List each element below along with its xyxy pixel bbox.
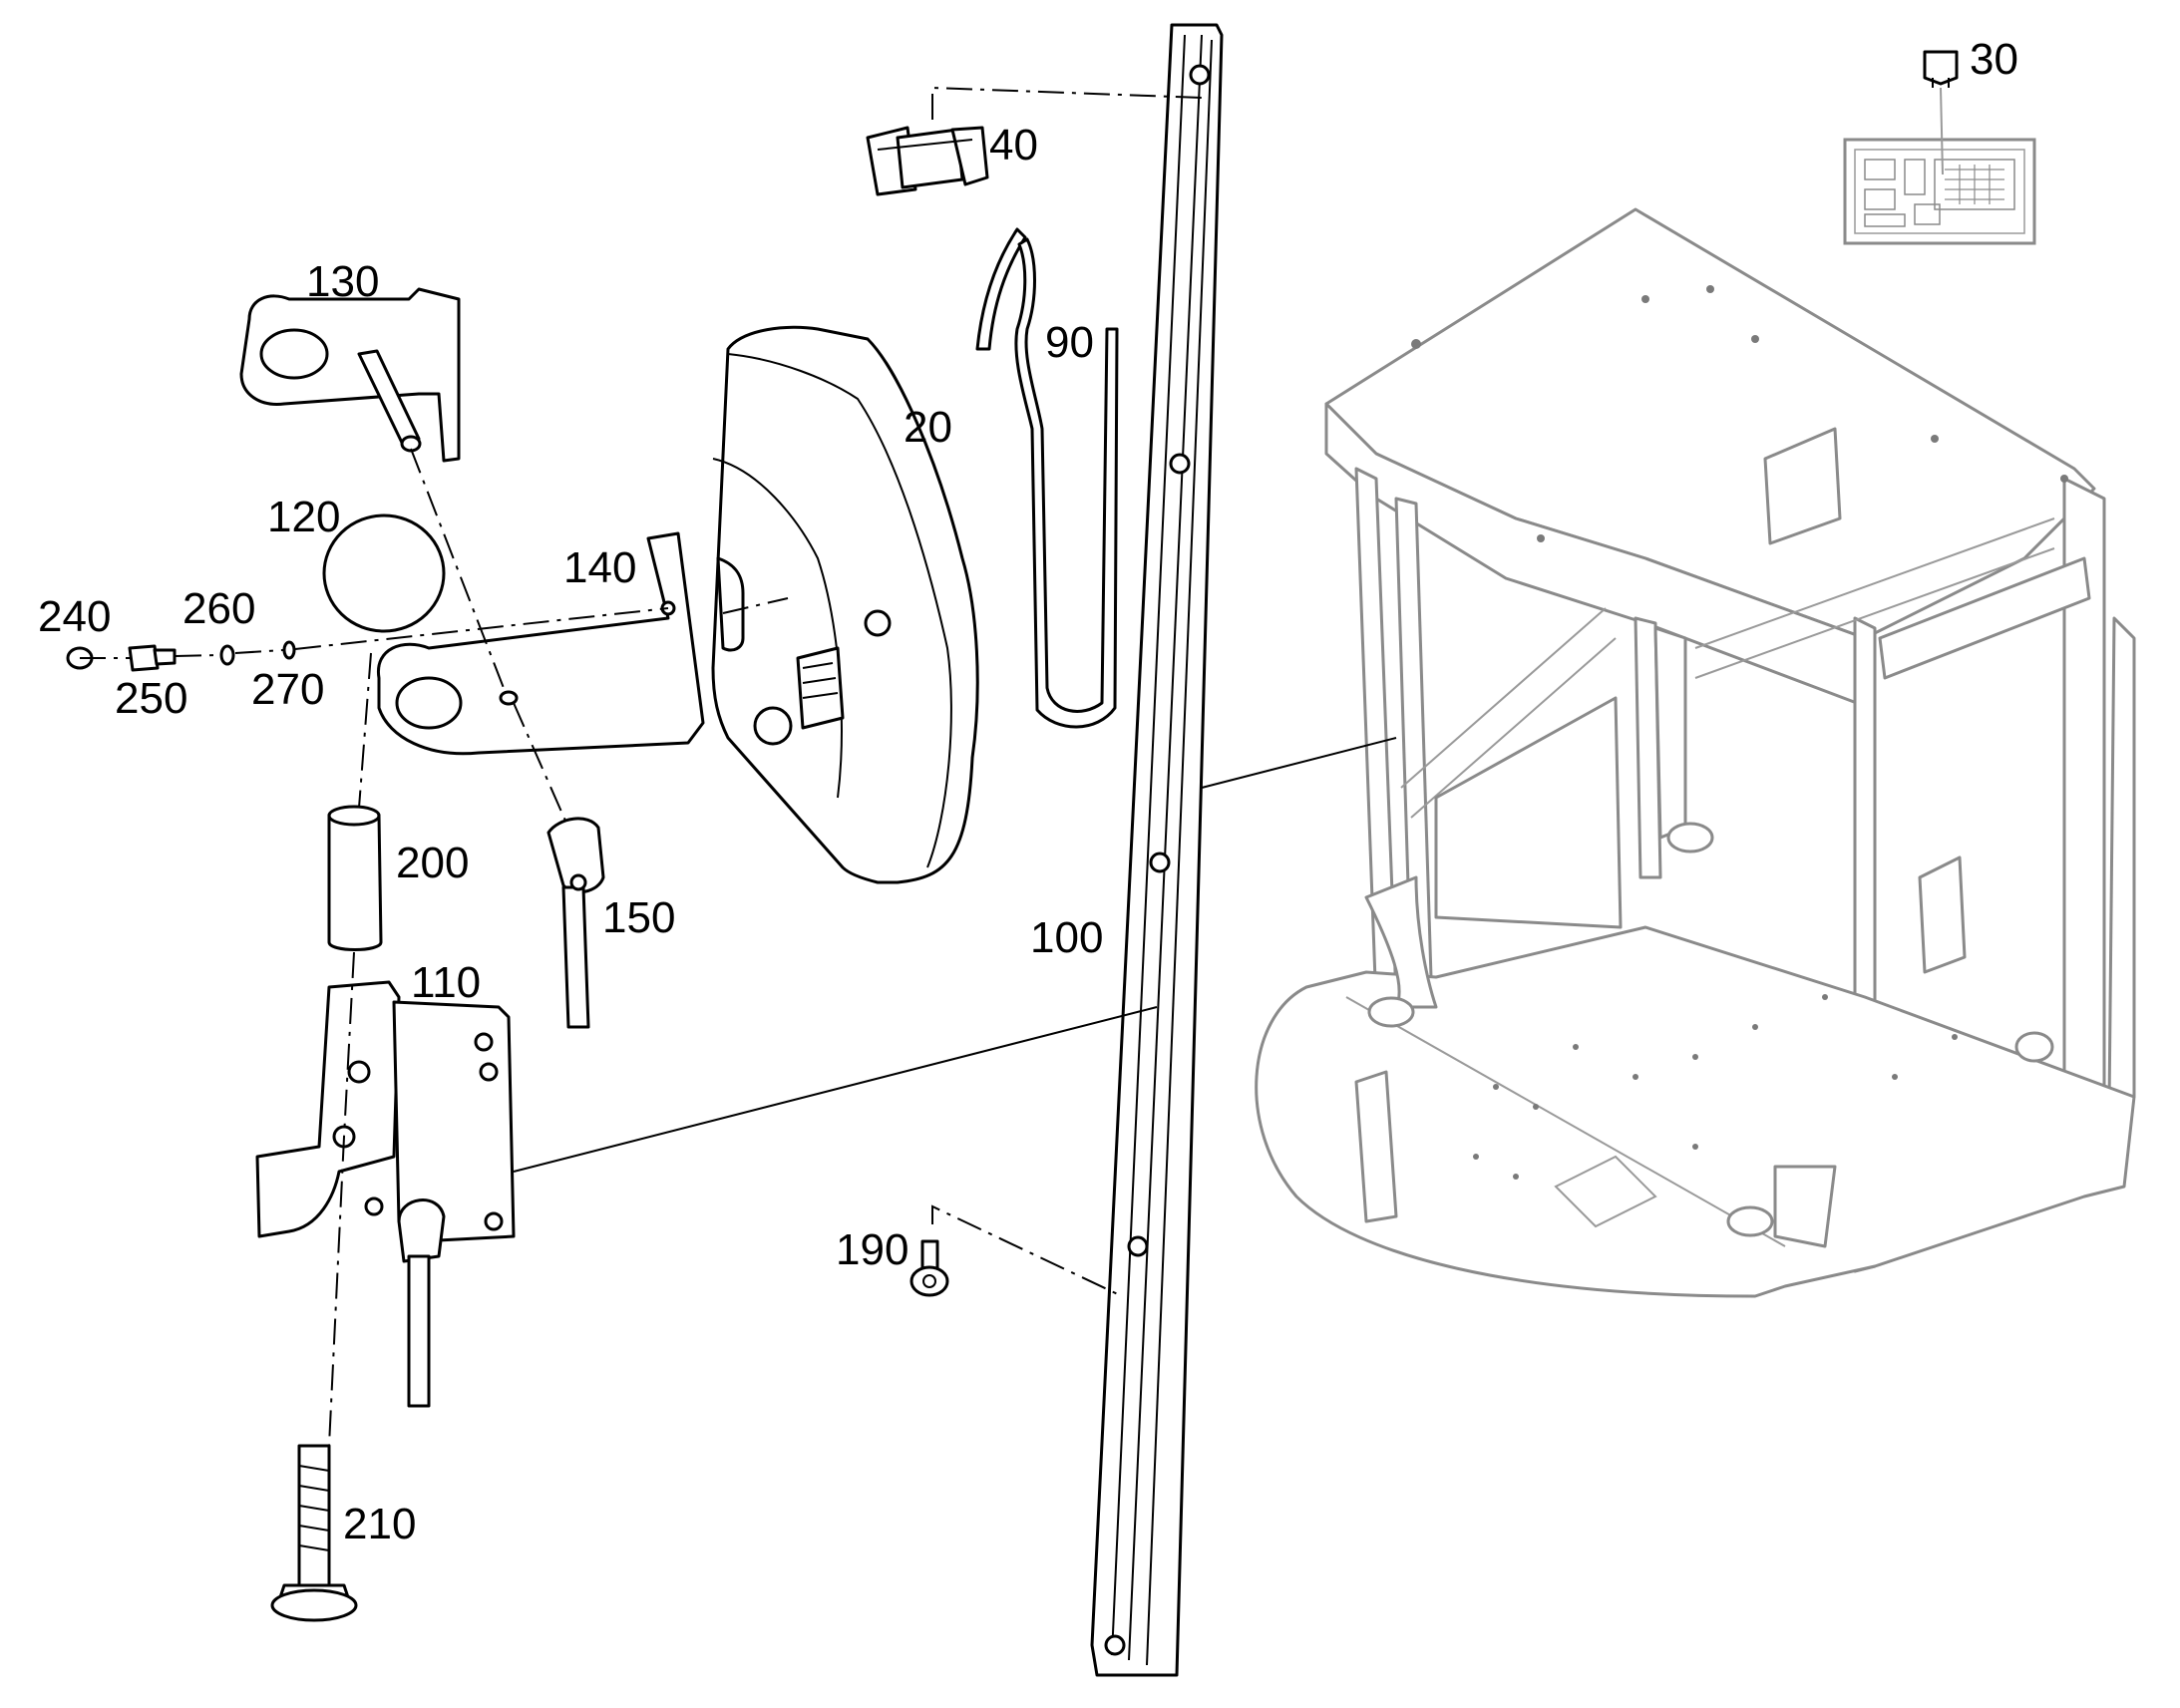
part-140-bracket xyxy=(377,531,705,756)
part-200-spacer xyxy=(327,805,383,951)
part-130-bracket xyxy=(239,287,461,463)
part-90-hook-rod xyxy=(975,227,1119,729)
part-120-disc xyxy=(322,513,446,633)
callout-150: 150 xyxy=(602,893,675,942)
callout-190: 190 xyxy=(836,1225,908,1274)
part-30-fuse xyxy=(1923,50,1959,88)
callout-250: 250 xyxy=(115,674,187,723)
part-190-screw xyxy=(909,1239,949,1297)
callout-240: 240 xyxy=(38,592,111,641)
callout-210: 210 xyxy=(343,1500,416,1548)
callout-260: 260 xyxy=(182,584,255,633)
callout-20: 20 xyxy=(904,403,952,452)
callout-100: 100 xyxy=(1030,913,1103,962)
callout-270: 270 xyxy=(251,665,324,714)
callout-130: 130 xyxy=(306,257,379,306)
part-20-retractor xyxy=(711,325,979,884)
callout-30: 30 xyxy=(1970,35,2018,84)
callout-140: 140 xyxy=(563,543,636,592)
part-150-handle xyxy=(546,817,605,1029)
assembly-lines xyxy=(80,86,1203,1447)
callout-120: 120 xyxy=(267,493,340,541)
callout-40: 40 xyxy=(989,121,1038,170)
part-250-bolt xyxy=(128,644,177,672)
part-110-lock xyxy=(255,980,516,1408)
part-100-rail xyxy=(1090,23,1224,1677)
cab-frame-illustration xyxy=(1255,207,2136,1298)
leader-lines xyxy=(513,737,1397,1173)
part-270-washer xyxy=(282,640,296,660)
part-40-clip xyxy=(866,126,989,196)
callout-labels: 30 40 90 20 130 120 140 260 240 270 250 … xyxy=(38,35,2018,1548)
callout-200: 200 xyxy=(396,839,469,887)
part-210-bolt xyxy=(270,1444,358,1622)
part-260-washer xyxy=(219,644,235,666)
callout-90: 90 xyxy=(1045,318,1094,367)
callout-110: 110 xyxy=(411,958,481,1007)
fuse-relay-board-illustration xyxy=(1843,87,2036,245)
